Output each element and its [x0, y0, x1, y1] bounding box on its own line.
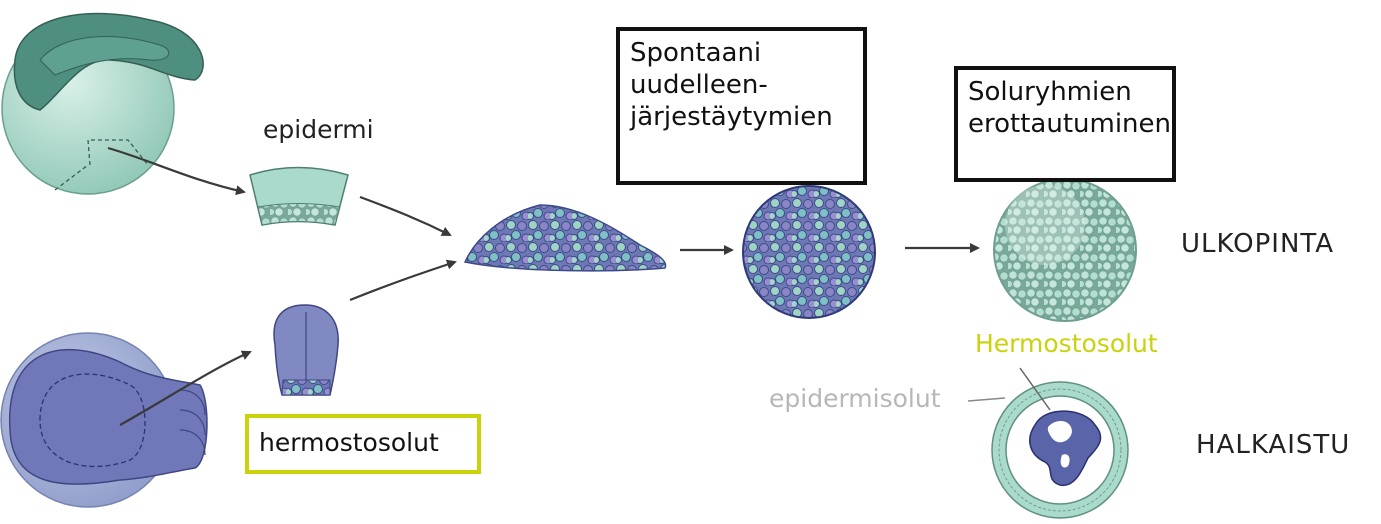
epidermis-piece	[250, 168, 348, 226]
ulkopinta-label: ULKOPINTA	[1181, 231, 1334, 257]
reaggregation-label-box: Spontaani uudelleen- järjestäytymien	[616, 27, 867, 185]
reaggregation-line-3: järjestäytymien	[630, 101, 855, 133]
sorting-label-box: Soluryhmien erottautuminen	[954, 66, 1176, 182]
sorting-line-1: Soluryhmien	[968, 76, 1164, 108]
neural-piece	[274, 305, 338, 395]
cross-section	[968, 368, 1128, 518]
cell-aggregate	[465, 205, 666, 271]
epidermi-label: epidermi	[263, 117, 374, 142]
reaggregation-line-1: Spontaani	[630, 37, 855, 69]
sorted-cell-sphere	[994, 179, 1136, 321]
epidermisolut-label: epidermisolut	[769, 386, 941, 411]
sorting-line-2: erottautuminen	[968, 108, 1164, 140]
embryo-top	[2, 13, 203, 194]
embryo-bottom	[1, 333, 207, 507]
hermostosolut-yellow-label: Hermostosolut	[975, 331, 1158, 356]
reaggregation-line-2: uudelleen-	[630, 69, 855, 101]
hermostosolut-label: hermostosolut	[245, 414, 481, 474]
mixed-cell-sphere	[743, 186, 875, 318]
halkaistu-label: HALKAISTU	[1196, 432, 1350, 458]
